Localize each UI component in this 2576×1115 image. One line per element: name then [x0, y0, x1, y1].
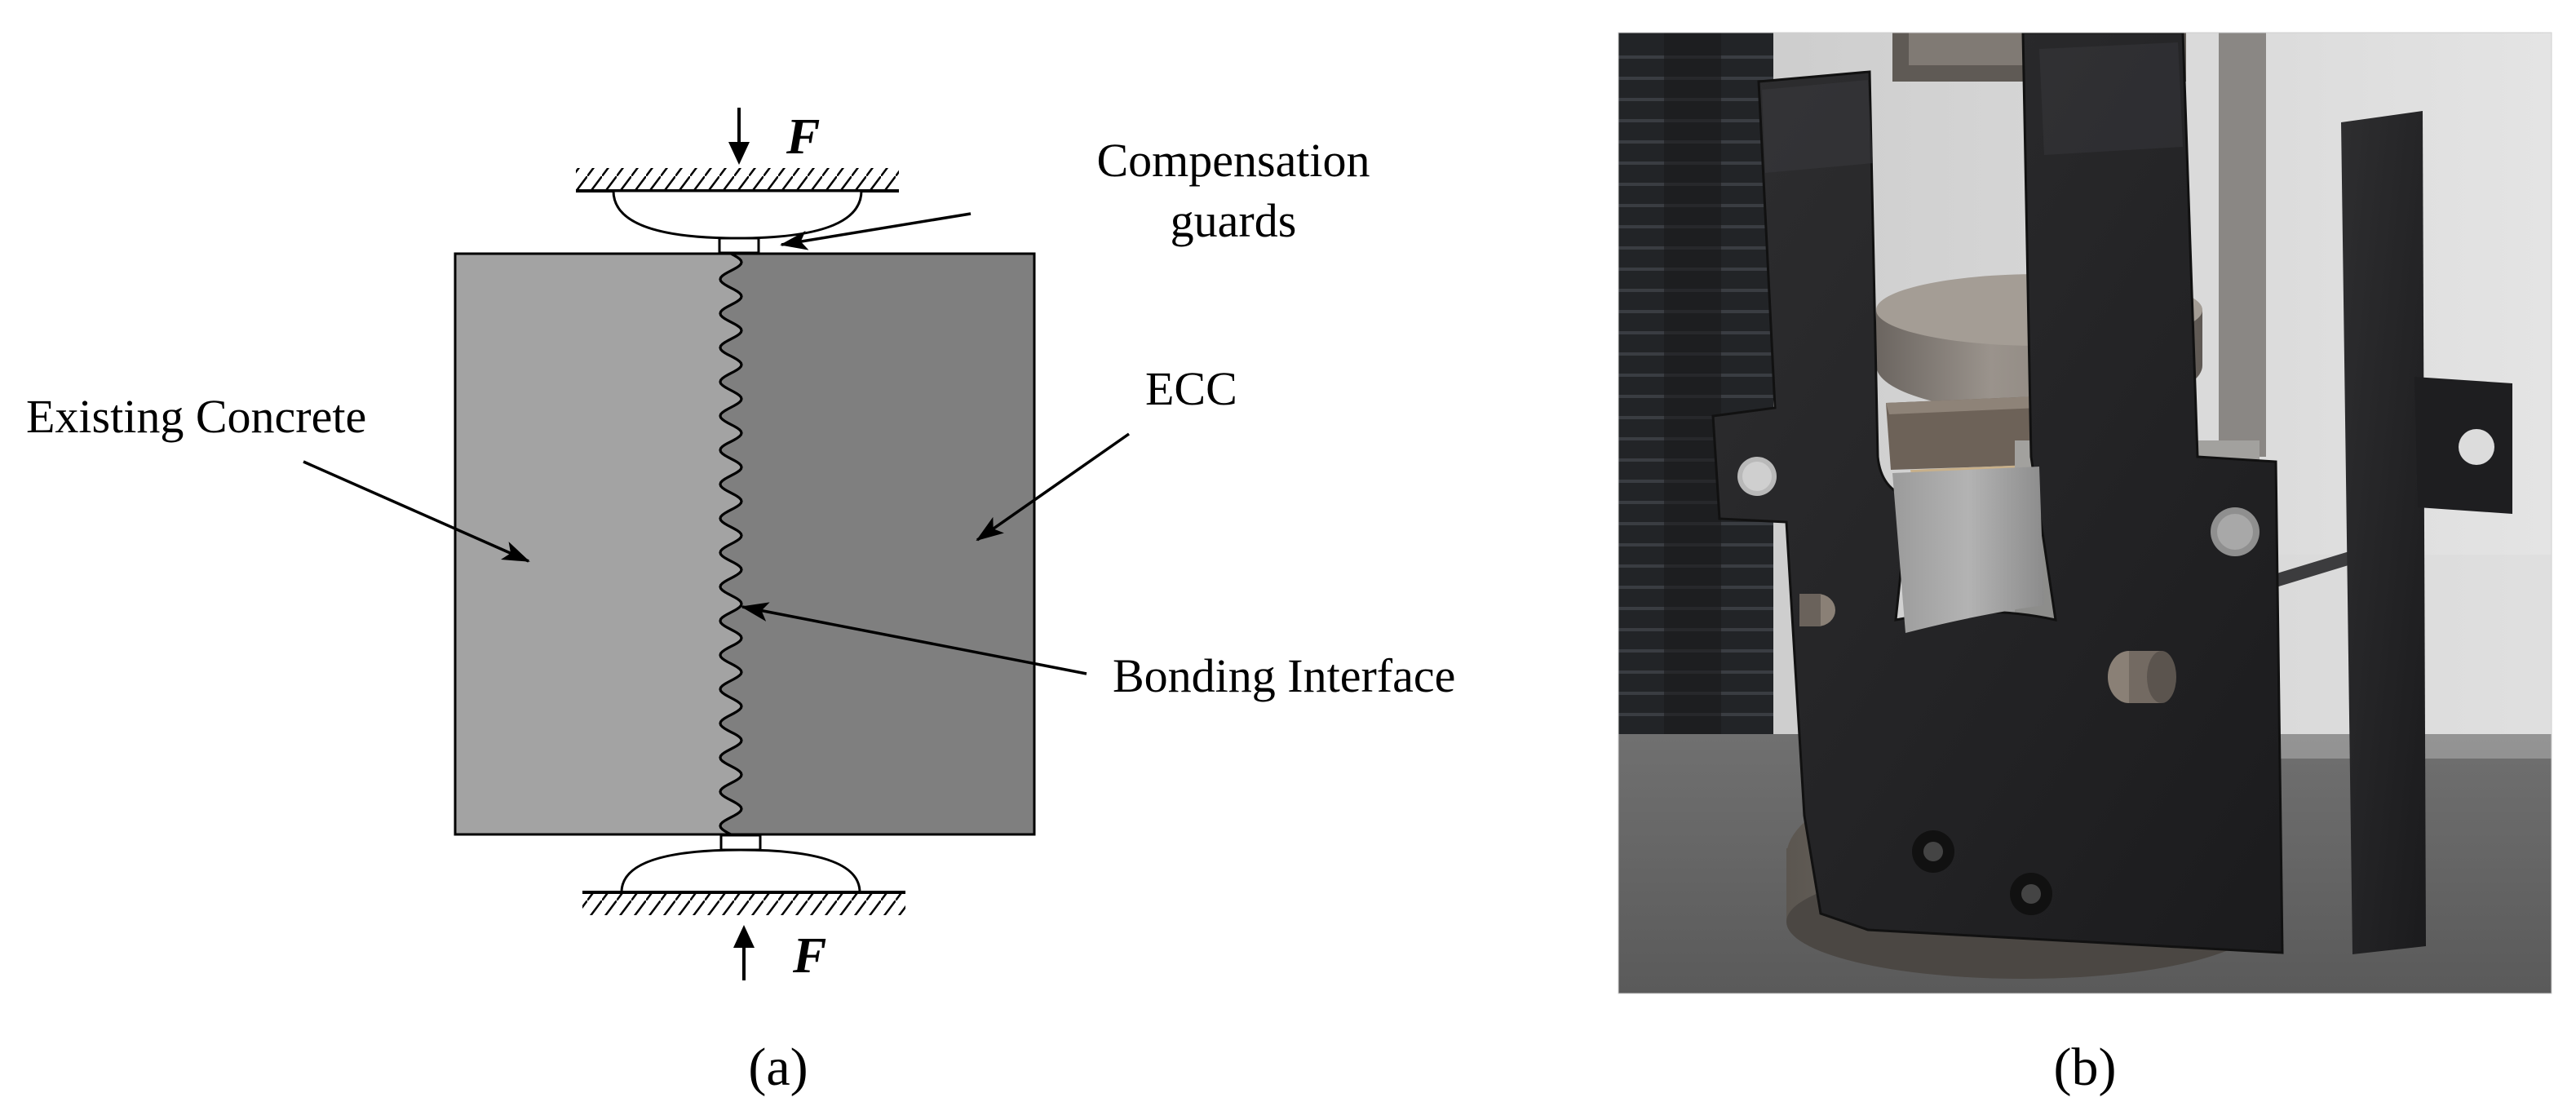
panel-a-diagram: F F Compensation guards Existing Concret…: [26, 108, 1455, 1097]
bonding-interface-line: [719, 252, 743, 836]
bolt: [2010, 873, 2052, 915]
pin: [1799, 594, 1835, 626]
top-loading-platen: [576, 168, 899, 192]
pin: [2108, 651, 2176, 703]
compensation-guards-label-line2: guards: [1171, 194, 1297, 247]
caption-b: (b): [2054, 1038, 2117, 1097]
bottom-spherical-seat: [620, 848, 861, 894]
rear-clamp-plate: [2341, 111, 2426, 954]
existing-concrete-label: Existing Concrete: [26, 390, 366, 443]
testing-machine-frame: [1618, 33, 1773, 750]
caption-a: (a): [748, 1038, 808, 1097]
ecc-label: ECC: [1145, 362, 1237, 415]
bonding-interface-label: Bonding Interface: [1113, 649, 1455, 702]
bottom-loading-platen: [582, 891, 905, 915]
top-force-label: F: [786, 109, 820, 165]
bottom-force-arrow: [733, 925, 755, 980]
top-compensation-guard: [718, 237, 760, 254]
ecc-leader: [976, 432, 1131, 542]
top-spherical-seat: [612, 189, 863, 240]
bonding-interface-leader: [741, 602, 1087, 675]
bottom-force-label: F: [792, 928, 826, 984]
top-force-arrow: [728, 108, 750, 165]
existing-concrete-block: [455, 254, 741, 834]
panel-b-photograph: [1618, 33, 2552, 993]
existing-concrete-leader: [303, 460, 530, 563]
ecc-block: [720, 254, 1034, 834]
compensation-guards-label-line1: Compensation: [1096, 134, 1370, 187]
bottom-compensation-guard: [719, 834, 762, 852]
bolt: [1912, 830, 1954, 873]
compensation-guards-leader: [780, 212, 972, 250]
